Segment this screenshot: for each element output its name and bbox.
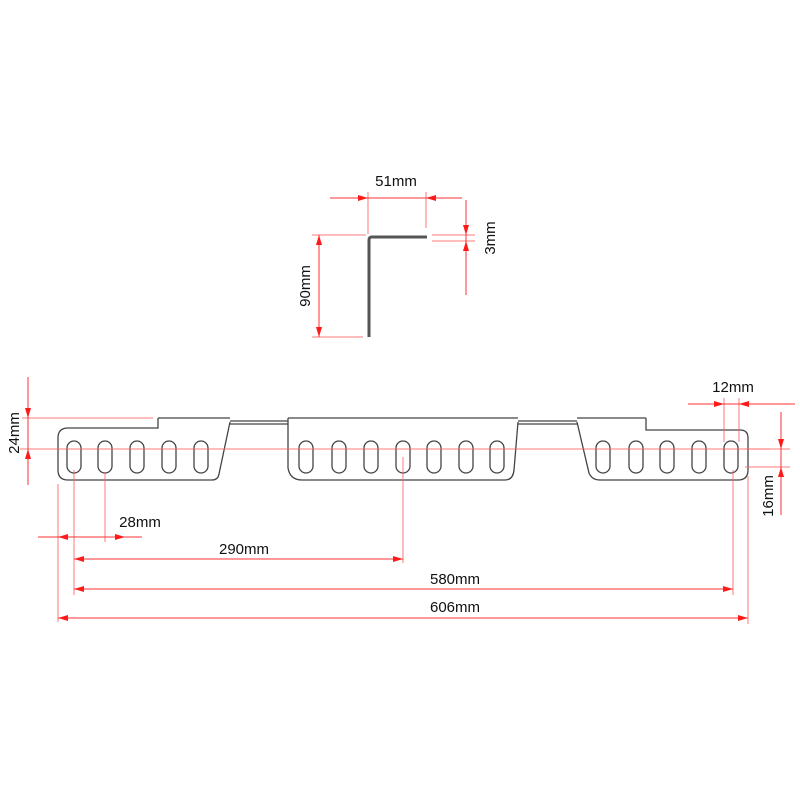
slot-hole <box>298 440 314 474</box>
slot-hole <box>691 440 707 474</box>
slot-hole <box>489 440 505 474</box>
label-606mm: 606mm <box>430 599 480 616</box>
slot-hole <box>161 440 177 474</box>
dimension-12mm: 12mm <box>688 379 795 442</box>
label-12mm: 12mm <box>712 379 754 396</box>
slot-hole <box>97 440 113 474</box>
label-3mm: 3mm <box>482 221 499 254</box>
label-28mm: 28mm <box>119 514 161 531</box>
dimension-580mm: 580mm <box>74 470 734 595</box>
slot-hole <box>66 440 82 474</box>
slot-hole <box>458 440 474 474</box>
slot-hole <box>129 440 145 474</box>
dimension-16mm: 16mm <box>745 412 790 517</box>
dimension-90mm: 90mm <box>297 234 366 338</box>
angle-profile <box>367 235 427 337</box>
label-24mm: 24mm <box>6 412 23 454</box>
slot-hole <box>193 440 209 474</box>
slot-hole <box>426 440 442 474</box>
label-90mm: 90mm <box>297 265 314 307</box>
dimension-290mm: 290mm <box>74 457 404 563</box>
slot-hole <box>331 440 347 474</box>
label-16mm: 16mm <box>760 475 777 517</box>
slot-hole <box>595 440 611 474</box>
slot-hole <box>363 440 379 474</box>
dimension-28mm: 28mm <box>38 470 161 622</box>
dimension-3mm: 3mm <box>432 200 499 295</box>
label-580mm: 580mm <box>430 571 480 588</box>
slot-hole <box>723 440 739 474</box>
slot-hole <box>659 440 675 474</box>
dimension-606mm: 606mm <box>58 476 749 624</box>
dimension-24mm: 24mm <box>6 377 153 485</box>
label-51mm: 51mm <box>375 173 417 190</box>
slot-hole <box>628 440 644 474</box>
dimension-51mm: 51mm <box>330 173 462 234</box>
label-290mm: 290mm <box>219 541 269 558</box>
